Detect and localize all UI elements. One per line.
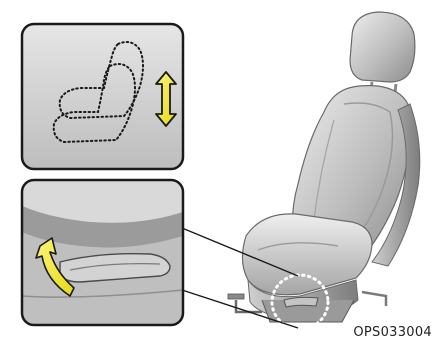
height-lever-closeup [22, 180, 183, 325]
headrest [350, 12, 415, 82]
car-seat [228, 12, 420, 329]
figure-code: OPS033004 [353, 325, 432, 340]
seat-height-diagram [22, 24, 183, 169]
